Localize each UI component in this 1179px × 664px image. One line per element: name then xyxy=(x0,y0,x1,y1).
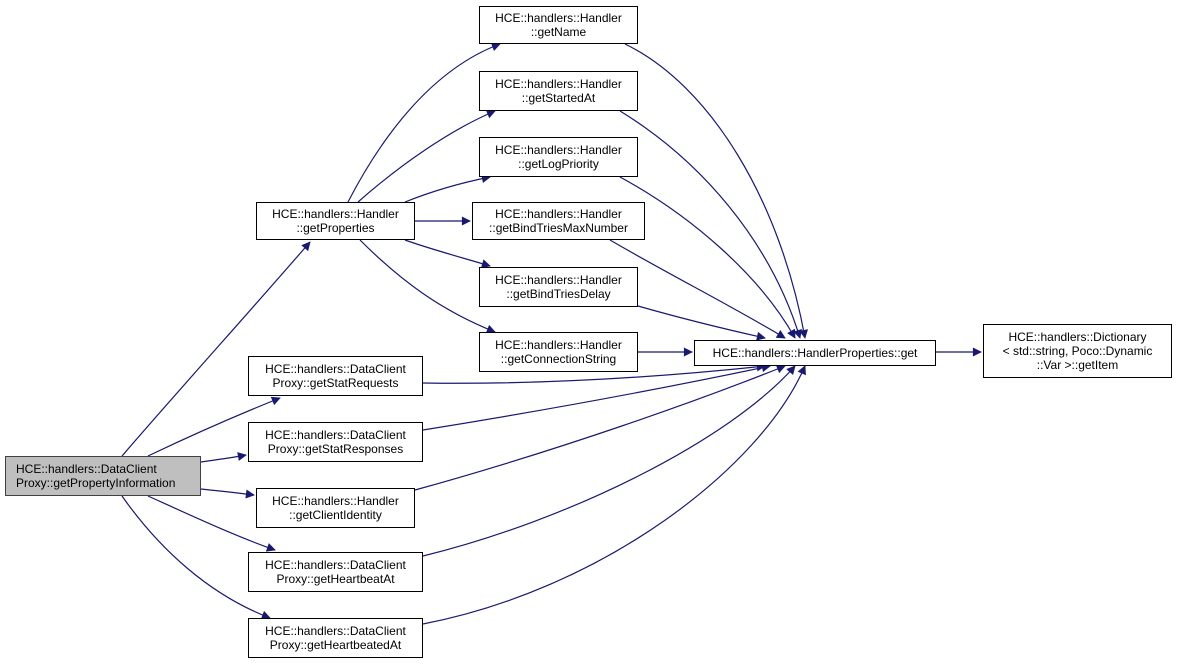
node-label-line: ::getConnectionString xyxy=(500,352,617,366)
node-label-line: ::getLogPriority xyxy=(518,157,599,171)
node-label-line: HCE::handlers::DataClient xyxy=(265,362,406,376)
edge-getStartedAt-to-hpGet xyxy=(619,110,802,339)
edge-getProperties-to-getStartedAt xyxy=(357,110,496,203)
node-label-line: Proxy::getHeartbeatedAt xyxy=(269,638,402,652)
edge-getProperties-to-getName xyxy=(347,42,501,203)
node-label-line: HCE::handlers::DataClient xyxy=(265,624,406,638)
node-get-bind-tries-max-number[interactable]: HCE::handlers::Handler::getBindTriesMaxN… xyxy=(472,202,645,240)
node-get-started-at[interactable]: HCE::handlers::Handler::getStartedAt xyxy=(479,71,638,111)
node-get-properties[interactable]: HCE::handlers::Handler::getProperties xyxy=(256,202,415,240)
node-label-line: Proxy::getStatResponses xyxy=(267,442,404,456)
edge-root-to-getClientIdentity xyxy=(200,488,255,499)
edge-getHeartbeatedAt-to-hpGet xyxy=(422,365,806,625)
node-label-line: Proxy::getHeartbeatAt xyxy=(276,572,395,586)
node-get-item[interactable]: HCE::handlers::Dictionary< std::string, … xyxy=(983,324,1172,378)
node-get-name[interactable]: HCE::handlers::Handler::getName xyxy=(479,6,638,44)
edge-root-to-getProperties xyxy=(121,241,311,457)
node-label-line: ::getBindTriesMaxNumber xyxy=(489,221,628,235)
edge-root-to-getStatResponses xyxy=(200,452,247,463)
node-label-line: ::getName xyxy=(530,25,587,39)
node-label-line: HCE::handlers::HandlerProperties::get xyxy=(712,346,918,360)
node-label-line: ::getProperties xyxy=(296,221,375,235)
edge-root-to-getHeartbeatAt xyxy=(147,495,276,552)
edge-root-to-getHeartbeatedAt xyxy=(121,495,271,620)
node-label-line: HCE::handlers::Dictionary xyxy=(1008,330,1147,344)
edge-getBindTriesDelay-to-hpGet xyxy=(637,305,766,341)
node-label-line: < std::string, Poco::Dynamic xyxy=(1002,344,1153,358)
node-label-line: HCE::handlers::DataClient xyxy=(16,462,157,476)
edge-getStatResponses-to-hpGet xyxy=(422,363,771,431)
node-label-line: HCE::handlers::DataClient xyxy=(265,558,406,572)
node-label-line: HCE::handlers::Handler xyxy=(495,143,622,157)
node-hp-get[interactable]: HCE::handlers::HandlerProperties::get xyxy=(694,340,936,366)
edge-getClientIdentity-to-hpGet xyxy=(414,364,786,491)
node-label-line: HCE::handlers::Handler xyxy=(495,338,622,352)
edge-getStatRequests-to-hpGet xyxy=(422,362,766,384)
edge-getLogPriority-to-hpGet xyxy=(619,176,796,339)
node-get-log-priority[interactable]: HCE::handlers::Handler::getLogPriority xyxy=(479,137,638,177)
node-label-line: HCE::handlers::Handler xyxy=(272,494,399,508)
node-label-line: HCE::handlers::Handler xyxy=(495,273,622,287)
node-get-connection-string[interactable]: HCE::handlers::Handler::getConnectionStr… xyxy=(479,332,638,372)
node-get-client-identity[interactable]: HCE::handlers::Handler::getClientIdentit… xyxy=(256,488,415,528)
node-label-line: HCE::handlers::Handler xyxy=(495,77,622,91)
node-label-line: ::Var >::getItem xyxy=(1036,358,1119,372)
node-label-line: HCE::handlers::DataClient xyxy=(265,428,406,442)
edge-getProperties-to-getLogPriority xyxy=(404,174,491,203)
node-label-line: HCE::handlers::Handler xyxy=(272,207,399,221)
node-label-line: ::getClientIdentity xyxy=(289,508,382,522)
node-label-line: HCE::handlers::Handler xyxy=(495,11,622,25)
edge-getProperties-to-getConnectionString xyxy=(359,239,496,334)
node-label-line: ::getStartedAt xyxy=(521,91,596,105)
edge-root-to-getStatRequests xyxy=(147,396,281,457)
edge-getProperties-to-getBindTriesDelay xyxy=(404,239,491,268)
node-label-line: Proxy::getPropertyInformation xyxy=(16,476,176,490)
node-label-line: Proxy::getStatRequests xyxy=(272,376,399,390)
node-get-bind-tries-delay[interactable]: HCE::handlers::Handler::getBindTriesDela… xyxy=(479,267,638,307)
node-label-line: ::getBindTriesDelay xyxy=(506,287,611,301)
node-label-line: HCE::handlers::Handler xyxy=(495,207,622,221)
edge-getName-to-hpGet xyxy=(624,43,808,339)
edge-getBindTriesMaxNumber-to-hpGet xyxy=(609,239,786,339)
edge-getHeartbeatAt-to-hpGet xyxy=(422,365,796,557)
